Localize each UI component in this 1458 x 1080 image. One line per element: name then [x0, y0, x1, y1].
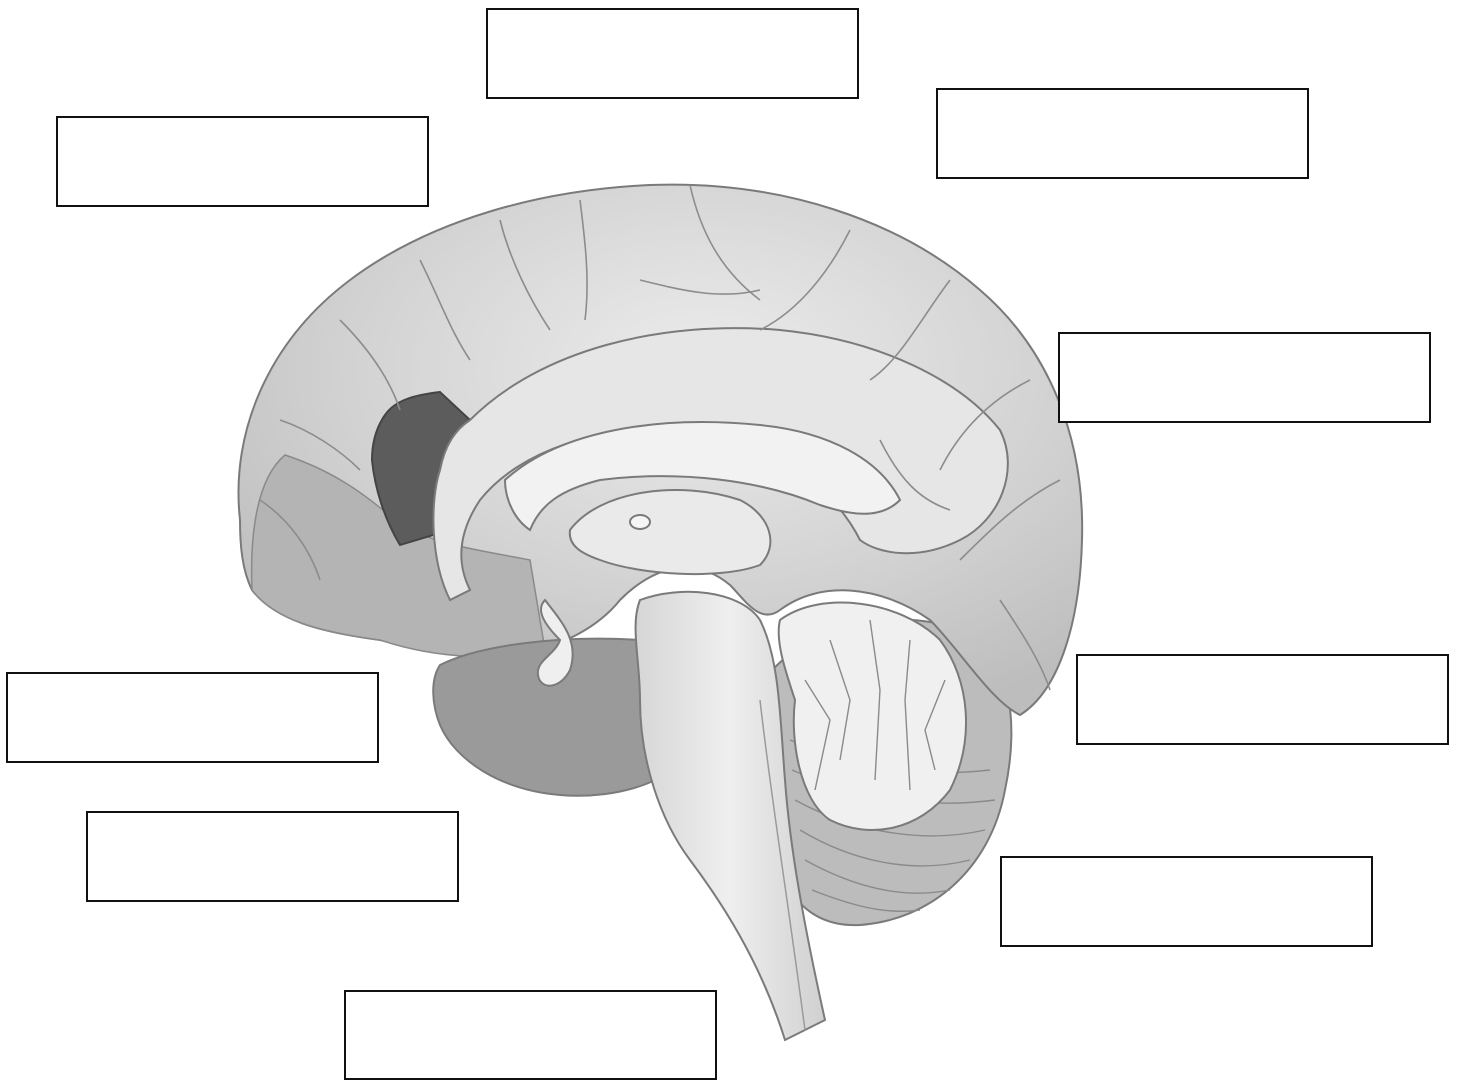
label-box-bottom-center[interactable]: [344, 990, 717, 1080]
label-box-right-lower[interactable]: [1076, 654, 1449, 745]
label-box-upper-left[interactable]: [56, 116, 429, 207]
label-box-left-middle[interactable]: [6, 672, 379, 763]
label-box-bottom-right[interactable]: [1000, 856, 1373, 947]
label-box-right-middle[interactable]: [1058, 332, 1431, 423]
label-box-left-lower[interactable]: [86, 811, 459, 902]
label-box-top-center[interactable]: [486, 8, 859, 99]
label-box-upper-right[interactable]: [936, 88, 1309, 179]
pineal-marker: [630, 515, 650, 529]
